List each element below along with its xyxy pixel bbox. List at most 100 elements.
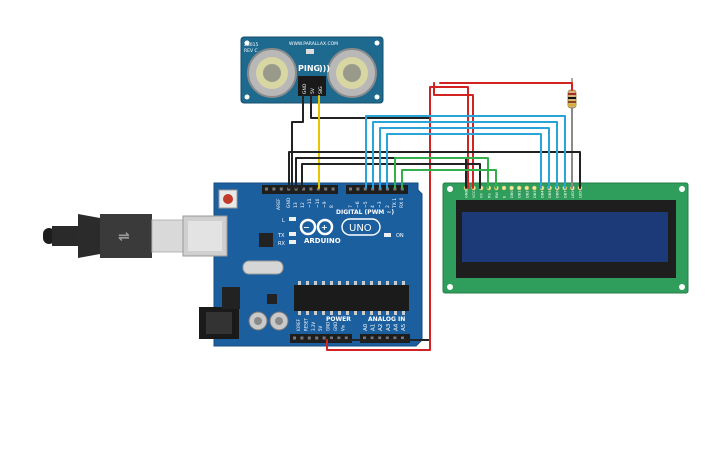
sensor-pin-label: GND <box>302 83 308 94</box>
power-pin-label: IOREF <box>296 318 301 331</box>
lcd-pin-label: DB1 <box>518 190 522 198</box>
digital-pin-label: TX 1 <box>392 198 398 209</box>
sensor-wave-icon: ))) <box>319 64 330 73</box>
digital-header-left <box>262 185 338 194</box>
digital-label: DIGITAL (PWM ~) <box>336 209 394 216</box>
lcd-pin-label: VCC <box>472 190 476 198</box>
arduino-logo: − + <box>299 218 334 236</box>
lcd-pin <box>524 185 530 191</box>
ping-sensor: 28015 REV C WWW.PARALLAX.COM PING ))) GN… <box>240 36 384 104</box>
wire-gnd-1 <box>288 151 581 189</box>
digital-pin-label: 13 <box>293 202 299 208</box>
digital-pin-label: ~3 <box>377 201 383 208</box>
lcd-pin-label: DB6 <box>556 190 560 198</box>
arduino-brand-text: ARDUINO <box>304 237 341 245</box>
wire-data-3 <box>379 127 550 189</box>
reset-button-cap <box>223 194 233 204</box>
sensor-model-code: 28015 <box>244 42 258 48</box>
digital-pin-label: 4 <box>370 205 376 208</box>
gnd-label: GND <box>286 197 292 208</box>
sensor-pin-label: 5V <box>310 87 316 94</box>
ultrasonic-transducer-left <box>247 48 297 98</box>
analog-pin-label: A4 <box>393 323 399 331</box>
digital-header-right <box>346 185 408 194</box>
wire-data-4 <box>386 133 542 189</box>
analog-pin-label: A3 <box>386 323 392 331</box>
svg-text:+: + <box>321 223 328 232</box>
lcd-pin-label: GND <box>465 190 469 198</box>
analog-pin-label: A5 <box>401 323 407 331</box>
sensor-url: WWW.PARALLAX.COM <box>289 41 338 47</box>
lcd-pin-label: RW <box>495 192 499 198</box>
lcd-pin <box>532 185 537 191</box>
led-label-on: ON <box>396 233 404 239</box>
sensor-rev: REV C <box>244 48 258 54</box>
svg-text:⇌: ⇌ <box>118 229 130 245</box>
digital-pin-label: ~6 <box>355 201 361 208</box>
power-pin-label: 3.3V <box>311 322 316 331</box>
lcd-pin-label: E <box>503 195 507 198</box>
wire-sensor-gnd <box>291 95 304 189</box>
analog-pin-label: A0 <box>363 323 369 331</box>
lcd-screen <box>462 212 668 262</box>
wire-lcd-vcc <box>433 82 474 189</box>
digital-pin-label: ~11 <box>307 198 313 208</box>
crystal <box>242 260 284 275</box>
lcd-pin-label: V0 <box>480 193 484 198</box>
power-label: POWER <box>326 316 351 323</box>
atmega-chip <box>294 285 409 311</box>
lcd-pin-label: LED- <box>579 189 583 198</box>
lcd-pin-label: RS <box>487 193 491 198</box>
analog-pin-label: A1 <box>371 324 377 331</box>
power-pin-label: GND <box>333 322 338 331</box>
wire-5v-red <box>326 86 469 351</box>
lcd-pin-label: DB7 <box>563 190 567 198</box>
digital-pin-label: RX 0 <box>399 197 405 208</box>
power-pin-label: Vin <box>340 324 345 331</box>
aref-label: AREF <box>276 198 282 210</box>
wire-gnd-3 <box>301 163 481 189</box>
sensor-name: PING <box>298 64 320 73</box>
digital-pin-label: 2 <box>385 205 391 208</box>
ultrasonic-transducer-right <box>327 48 377 98</box>
led-label-rx: RX <box>278 241 285 247</box>
digital-pin-label: 12 <box>300 202 306 208</box>
led-label-l: L <box>282 218 285 224</box>
power-header <box>290 334 352 343</box>
digital-pin-label: ~5 <box>363 201 369 208</box>
power-pin-label: 5V <box>318 325 323 331</box>
digital-pin-label: 7 <box>348 205 354 208</box>
lcd-pin-label: DB2 <box>525 190 529 198</box>
lcd-pin <box>501 185 507 191</box>
led-label-tx: TX <box>277 233 285 239</box>
wire-rs <box>394 157 489 189</box>
lcd-pin <box>509 185 514 191</box>
analog-label: ANALOG IN <box>368 316 405 323</box>
power-pin-label: GND <box>326 322 331 331</box>
lcd-pin-label: DB3 <box>533 190 537 198</box>
arduino-model-text: UNO <box>349 223 372 234</box>
wires <box>288 82 581 351</box>
lcd-pin-label: LED+ <box>571 188 575 198</box>
wire-data-2 <box>372 121 558 189</box>
lcd-pin-label: DB5 <box>548 190 552 198</box>
digital-pin-label: 8 <box>329 205 335 208</box>
resistor <box>567 78 577 120</box>
wire-data-1 <box>365 115 566 189</box>
analog-header <box>360 334 410 343</box>
power-pin-label: RESET <box>303 318 308 331</box>
digital-pin-label: ~10 <box>315 198 321 208</box>
lcd-pin <box>516 185 522 191</box>
wire-enable <box>401 169 497 189</box>
analog-pin-label: A2 <box>378 324 384 331</box>
svg-text:−: − <box>303 223 310 232</box>
sensor-pin-label: SIG <box>318 86 324 94</box>
lcd-pin-label: DB4 <box>541 190 545 198</box>
digital-pin-label: ~9 <box>322 201 328 208</box>
lcd-pin-label: DB0 <box>510 190 514 198</box>
wire-resistor-top <box>439 82 573 91</box>
